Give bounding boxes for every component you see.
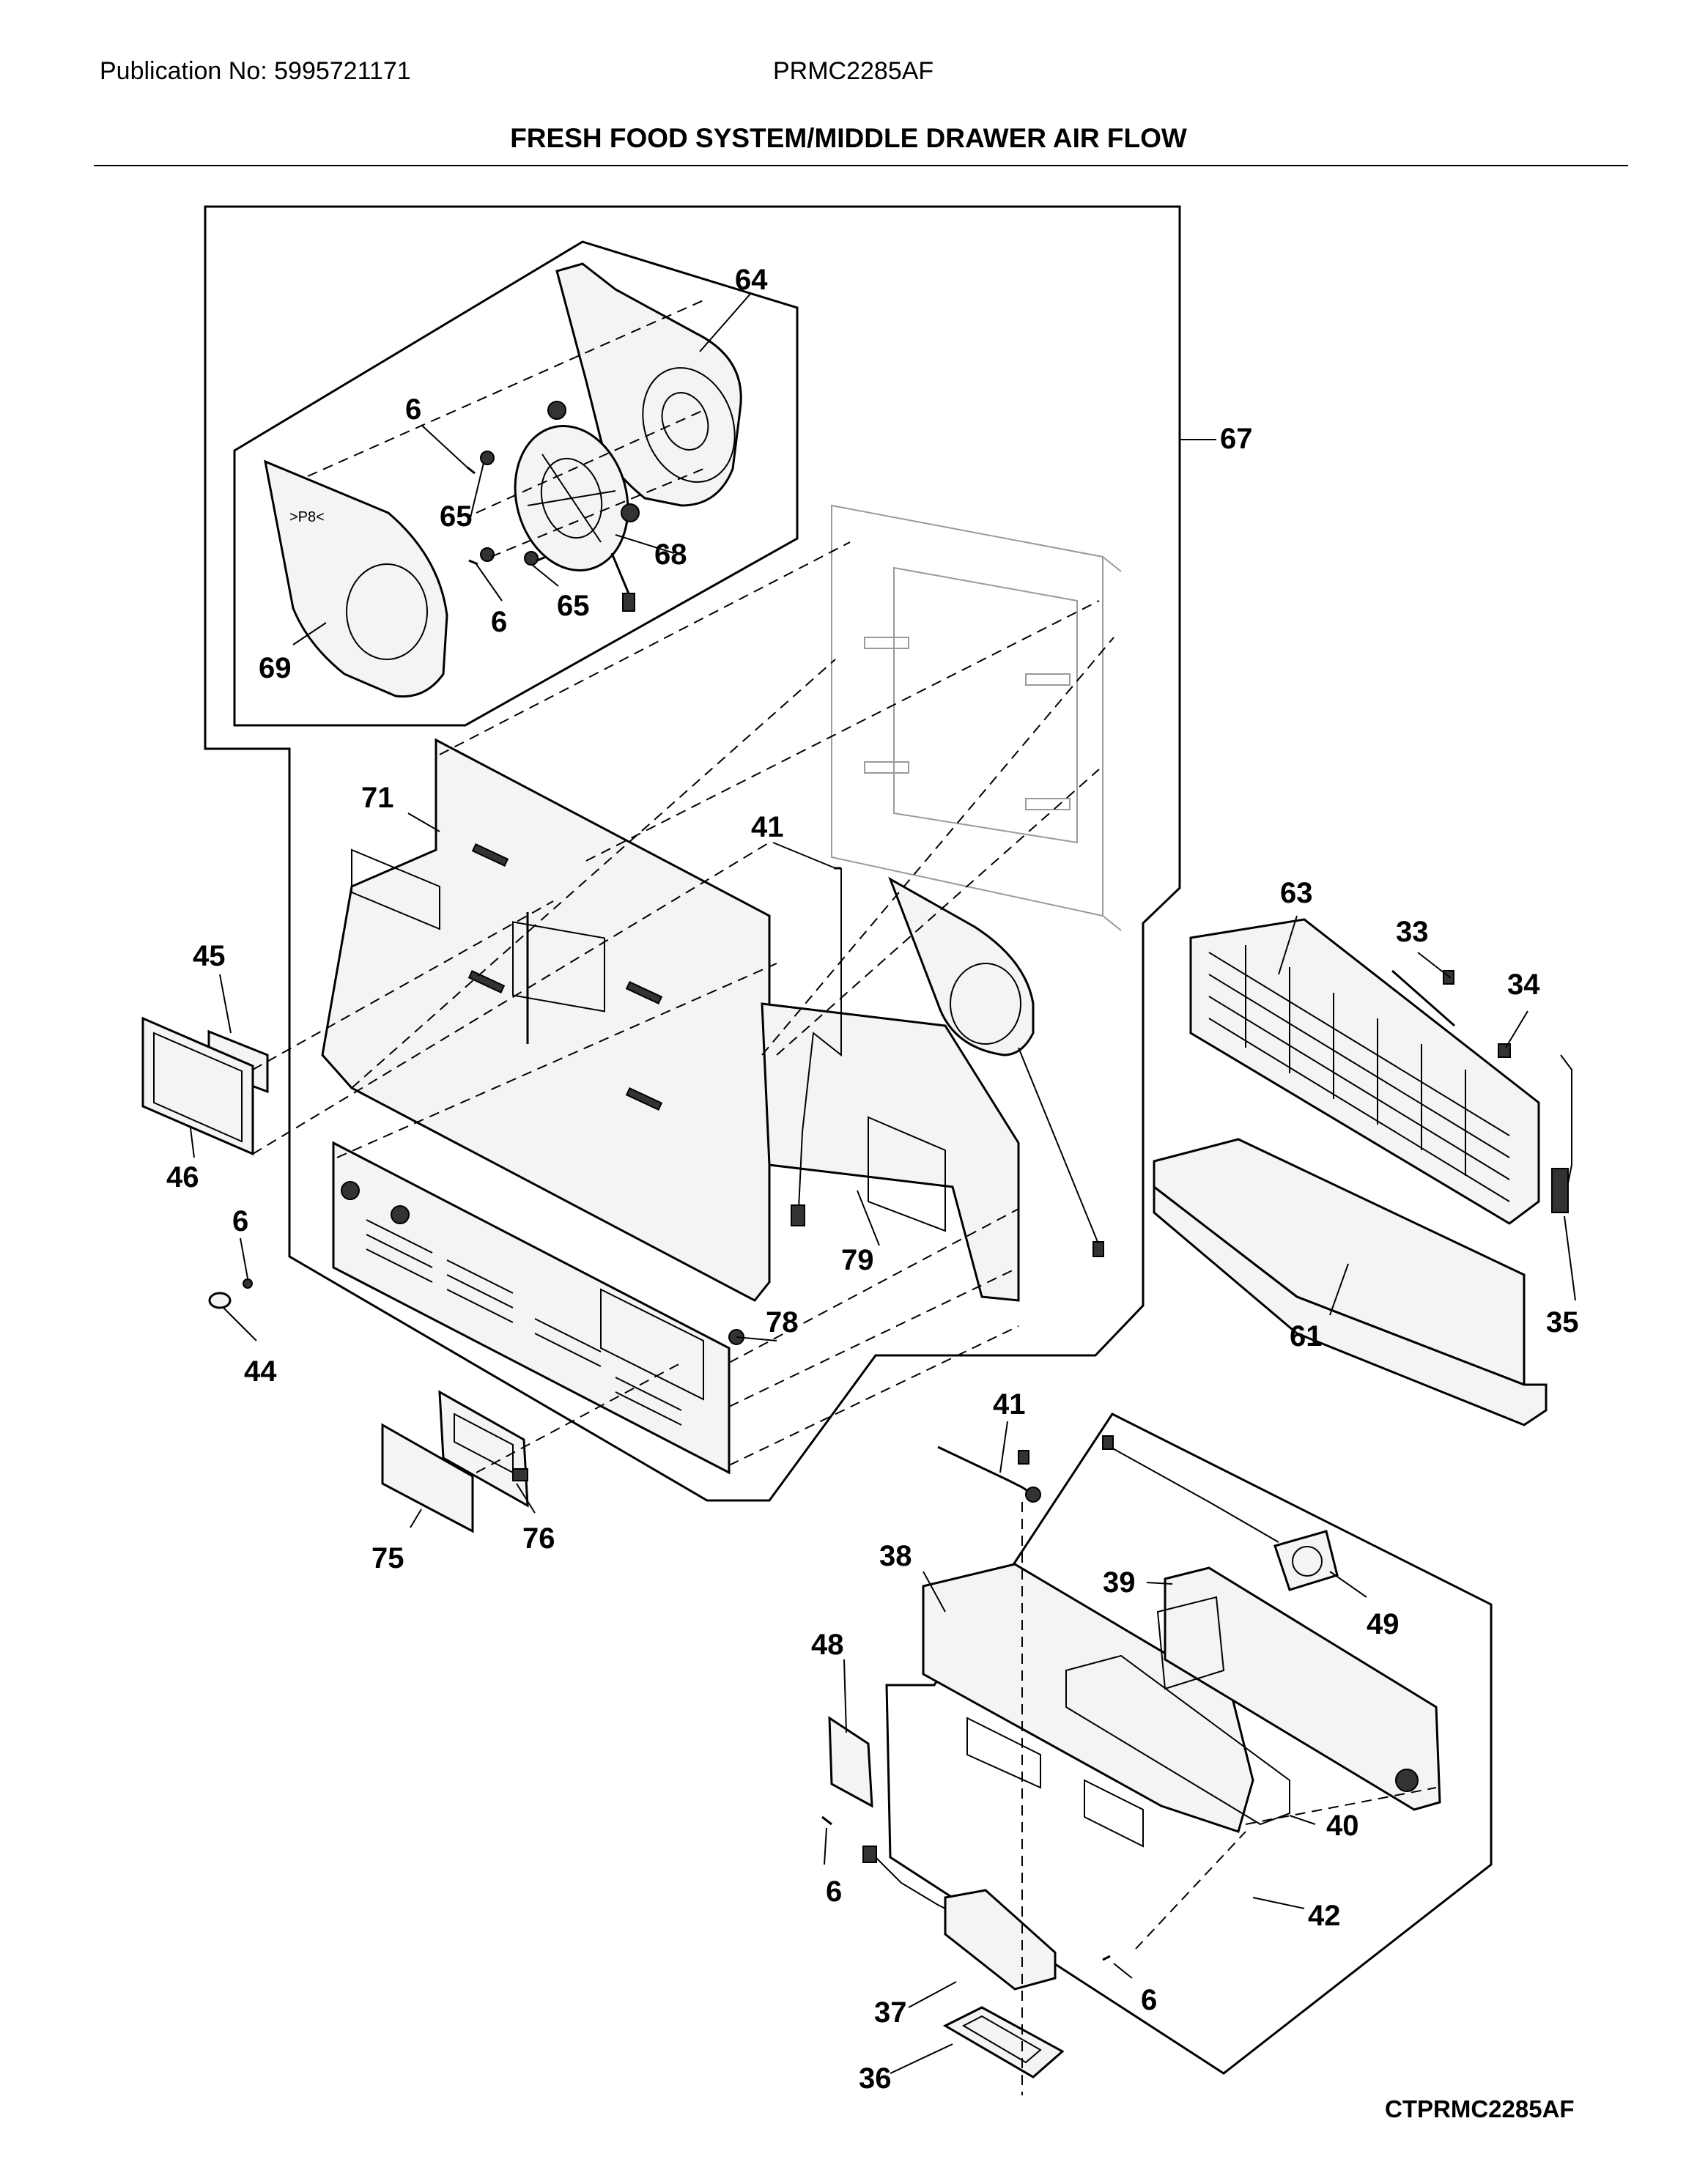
callout-6: 6 [491,606,507,638]
lower-alignment-lines [1021,1502,1437,2095]
cover-48 [821,1716,873,1826]
damper-housing [922,1563,1441,1848]
rear-panel-ghost [831,504,1122,931]
title-rule [94,165,1628,166]
callout-67: 67 [1220,423,1253,455]
drain-pan [1153,1138,1548,1426]
callout-40: 40 [1326,1810,1359,1842]
evaporator-coil [1189,918,1540,1225]
callout-39: 39 [1103,1566,1136,1599]
model-number: PRMC2285AF [773,57,934,85]
publication-number: Publication No: 5995721171 [100,57,411,85]
fan-assembly-inset [233,240,799,727]
callout-49: 49 [1367,1608,1400,1640]
rear-fan-ghost [888,876,1104,1257]
callout-6: 6 [826,1876,842,1908]
callout-42: 42 [1308,1900,1341,1932]
callout-33: 33 [1396,916,1429,948]
inset-alignment-lines [307,300,704,558]
callout-6: 6 [1141,1984,1157,2016]
callout-68: 68 [654,538,687,571]
callout-69: 69 [259,652,292,684]
assembly-67-boundary [204,205,1181,1502]
cover-and-gasket [141,1016,269,1309]
callout-48: 48 [811,1629,844,1661]
heater-parts [1391,969,1572,1213]
fan-shroud: >P8< [264,459,448,698]
fan-blade [514,401,640,612]
callout-6: 6 [405,393,421,426]
callout-78: 78 [766,1306,799,1339]
damper-and-cover [381,1390,529,1533]
callout-76: 76 [522,1522,555,1555]
main-alignment-lines [252,541,1114,1473]
page-title: FRESH FOOD SYSTEM/MIDDLE DRAWER AIR FLOW [510,123,1187,153]
fan-motor-49 [1102,1435,1339,1591]
sensor-37-36 [862,1846,1111,2078]
callout-38: 38 [879,1540,912,1572]
sensor-wire-lower [937,1445,1041,1503]
callout-6: 6 [232,1205,248,1237]
svg-text:>P8<: >P8< [289,509,325,525]
callout-61: 61 [1290,1320,1323,1352]
callout-36: 36 [859,2062,892,2095]
callout-65: 65 [440,500,473,533]
callout-75: 75 [371,1542,404,1574]
callout-44: 44 [244,1355,277,1388]
callout-37: 37 [874,1996,907,2029]
sensor-wire-upper [791,867,842,1226]
callout-34: 34 [1507,969,1540,1001]
callout-46: 46 [166,1161,199,1193]
callout-45: 45 [193,940,226,972]
callout-79: 79 [841,1244,874,1276]
callout-41: 41 [993,1388,1026,1421]
callout-35: 35 [1546,1306,1579,1339]
diagram-code: CTPRMC2285AF [1385,2095,1575,2122]
callout-63: 63 [1280,877,1313,909]
callout-41: 41 [751,811,784,843]
callout-65: 65 [557,590,590,622]
screws-washers [467,451,547,566]
callout-64: 64 [735,264,768,296]
callout-71: 71 [361,782,394,814]
leader-lines [190,292,1576,2074]
